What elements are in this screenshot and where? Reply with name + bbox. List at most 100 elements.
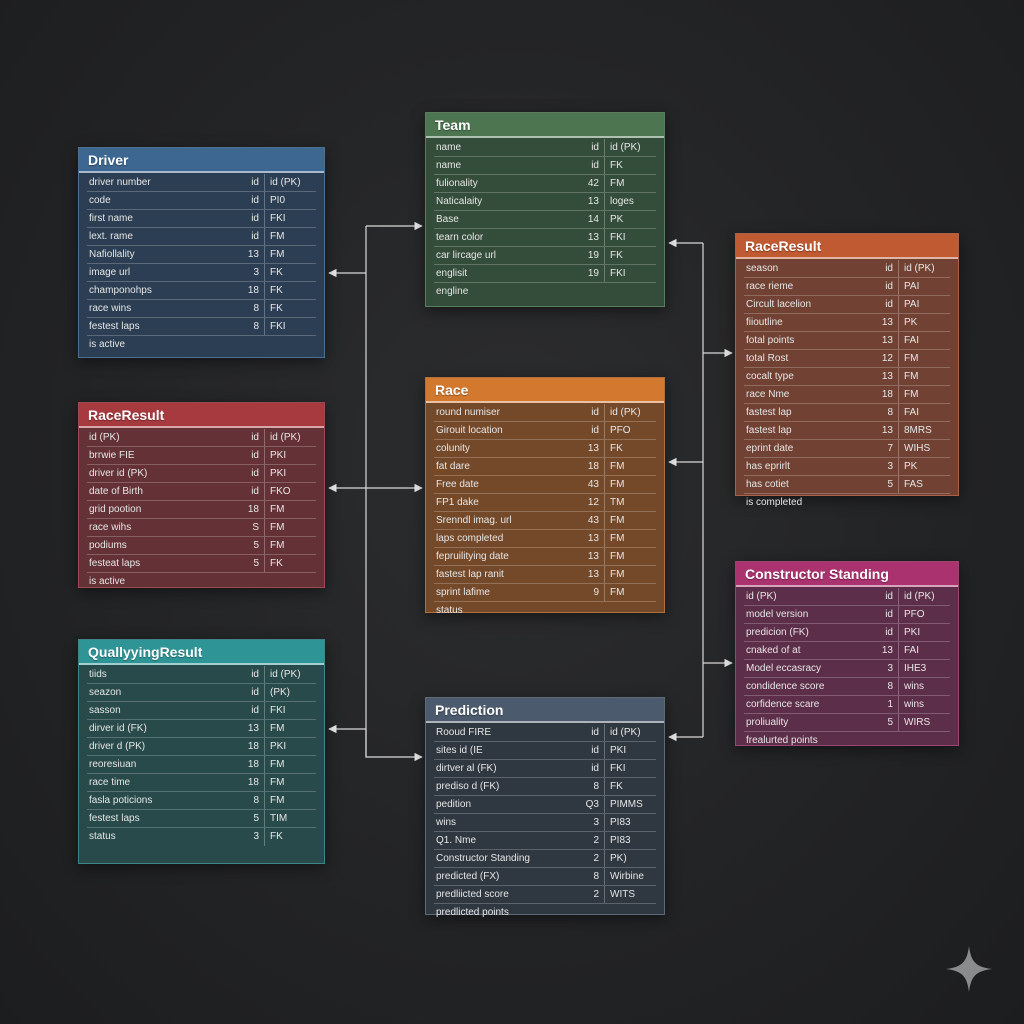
field-key: FM xyxy=(270,539,285,551)
field-row[interactable]: status xyxy=(434,602,656,620)
field-name: sprint lafime xyxy=(436,586,490,598)
field-type: 2 xyxy=(577,850,605,867)
field-key: 8MRS xyxy=(904,424,932,436)
field-row[interactable]: is completed xyxy=(744,494,950,512)
field-row[interactable]: is active xyxy=(87,573,316,591)
field-key: FK xyxy=(610,159,623,171)
field-type: 43 xyxy=(577,476,605,493)
field-key: PIMMS xyxy=(610,798,643,810)
field-type: id xyxy=(237,192,265,209)
field-row[interactable]: engline xyxy=(434,283,656,301)
field-row[interactable]: predlicted points xyxy=(434,904,656,922)
field-row[interactable]: frealurted points xyxy=(744,732,950,750)
field-row[interactable]: is active xyxy=(87,336,316,354)
